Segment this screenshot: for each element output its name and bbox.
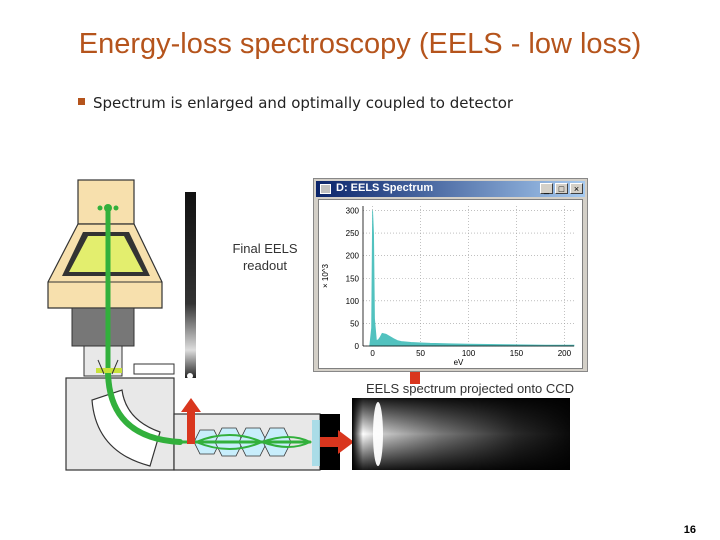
window-app-icon <box>320 184 331 194</box>
spectrum-plot-area[interactable]: 0 50 100 150 200 250 300 0 50 100 150 200 eV × 10^3 <box>318 199 583 369</box>
y-tick-label: 300 <box>346 207 360 216</box>
page-number: 16 <box>683 524 696 536</box>
final-readout-line2: readout <box>242 258 288 273</box>
y-tick-label: 200 <box>346 252 360 261</box>
readout-detector <box>185 192 196 378</box>
eels-spectrum-window[interactable]: D: EELS Spectrum _ □ × 0 50 100 150 200 250 30… <box>313 178 588 372</box>
final-readout-label: Final EELS readout <box>224 240 306 274</box>
y-tick-label: 250 <box>346 229 360 238</box>
column-block <box>71 307 135 347</box>
viewing-chamber <box>47 179 163 309</box>
bullet-text: Spectrum is enlarged and optimally coupl… <box>93 94 514 112</box>
close-button[interactable]: × <box>570 183 583 194</box>
arrow-to-ccd <box>320 430 354 454</box>
eels-spectrum-chart: 0 50 100 150 200 250 300 0 50 100 150 200 eV × 10^3 <box>321 206 575 367</box>
y-tick-label: 100 <box>346 297 360 306</box>
minimize-button[interactable]: _ <box>540 183 553 194</box>
maximize-button[interactable]: □ <box>555 183 568 194</box>
spectrum-area <box>369 210 575 347</box>
x-axis-label: eV <box>454 358 464 367</box>
window-title: D: EELS Spectrum <box>336 182 434 194</box>
slide-title: Energy-loss spectroscopy (EELS - low los… <box>78 28 642 60</box>
y-axis-label: × 10^3 <box>321 263 330 288</box>
y-tick-label: 150 <box>346 274 360 283</box>
bullet-marker-icon <box>78 98 85 105</box>
y-tick-label: 0 <box>355 342 360 351</box>
bullet-point: Spectrum is enlarged and optimally coupl… <box>78 94 513 112</box>
electron-beam <box>105 205 312 450</box>
final-readout-line1: Final EELS <box>232 241 298 256</box>
x-tick-label: 100 <box>462 349 476 358</box>
y-tick-label: 50 <box>350 319 359 328</box>
magnetic-prism <box>91 389 161 467</box>
spectrometer-aperture <box>96 359 122 375</box>
x-tick-label: 200 <box>558 349 572 358</box>
x-tick-label: 150 <box>510 349 524 358</box>
window-titlebar[interactable]: D: EELS Spectrum _ □ × <box>316 181 585 197</box>
arrow-to-readout <box>181 398 201 444</box>
x-tick-label: 50 <box>416 349 425 358</box>
x-tick-label: 0 <box>370 349 375 358</box>
ccd-projection-label: EELS spectrum projected onto CCD <box>365 381 575 396</box>
